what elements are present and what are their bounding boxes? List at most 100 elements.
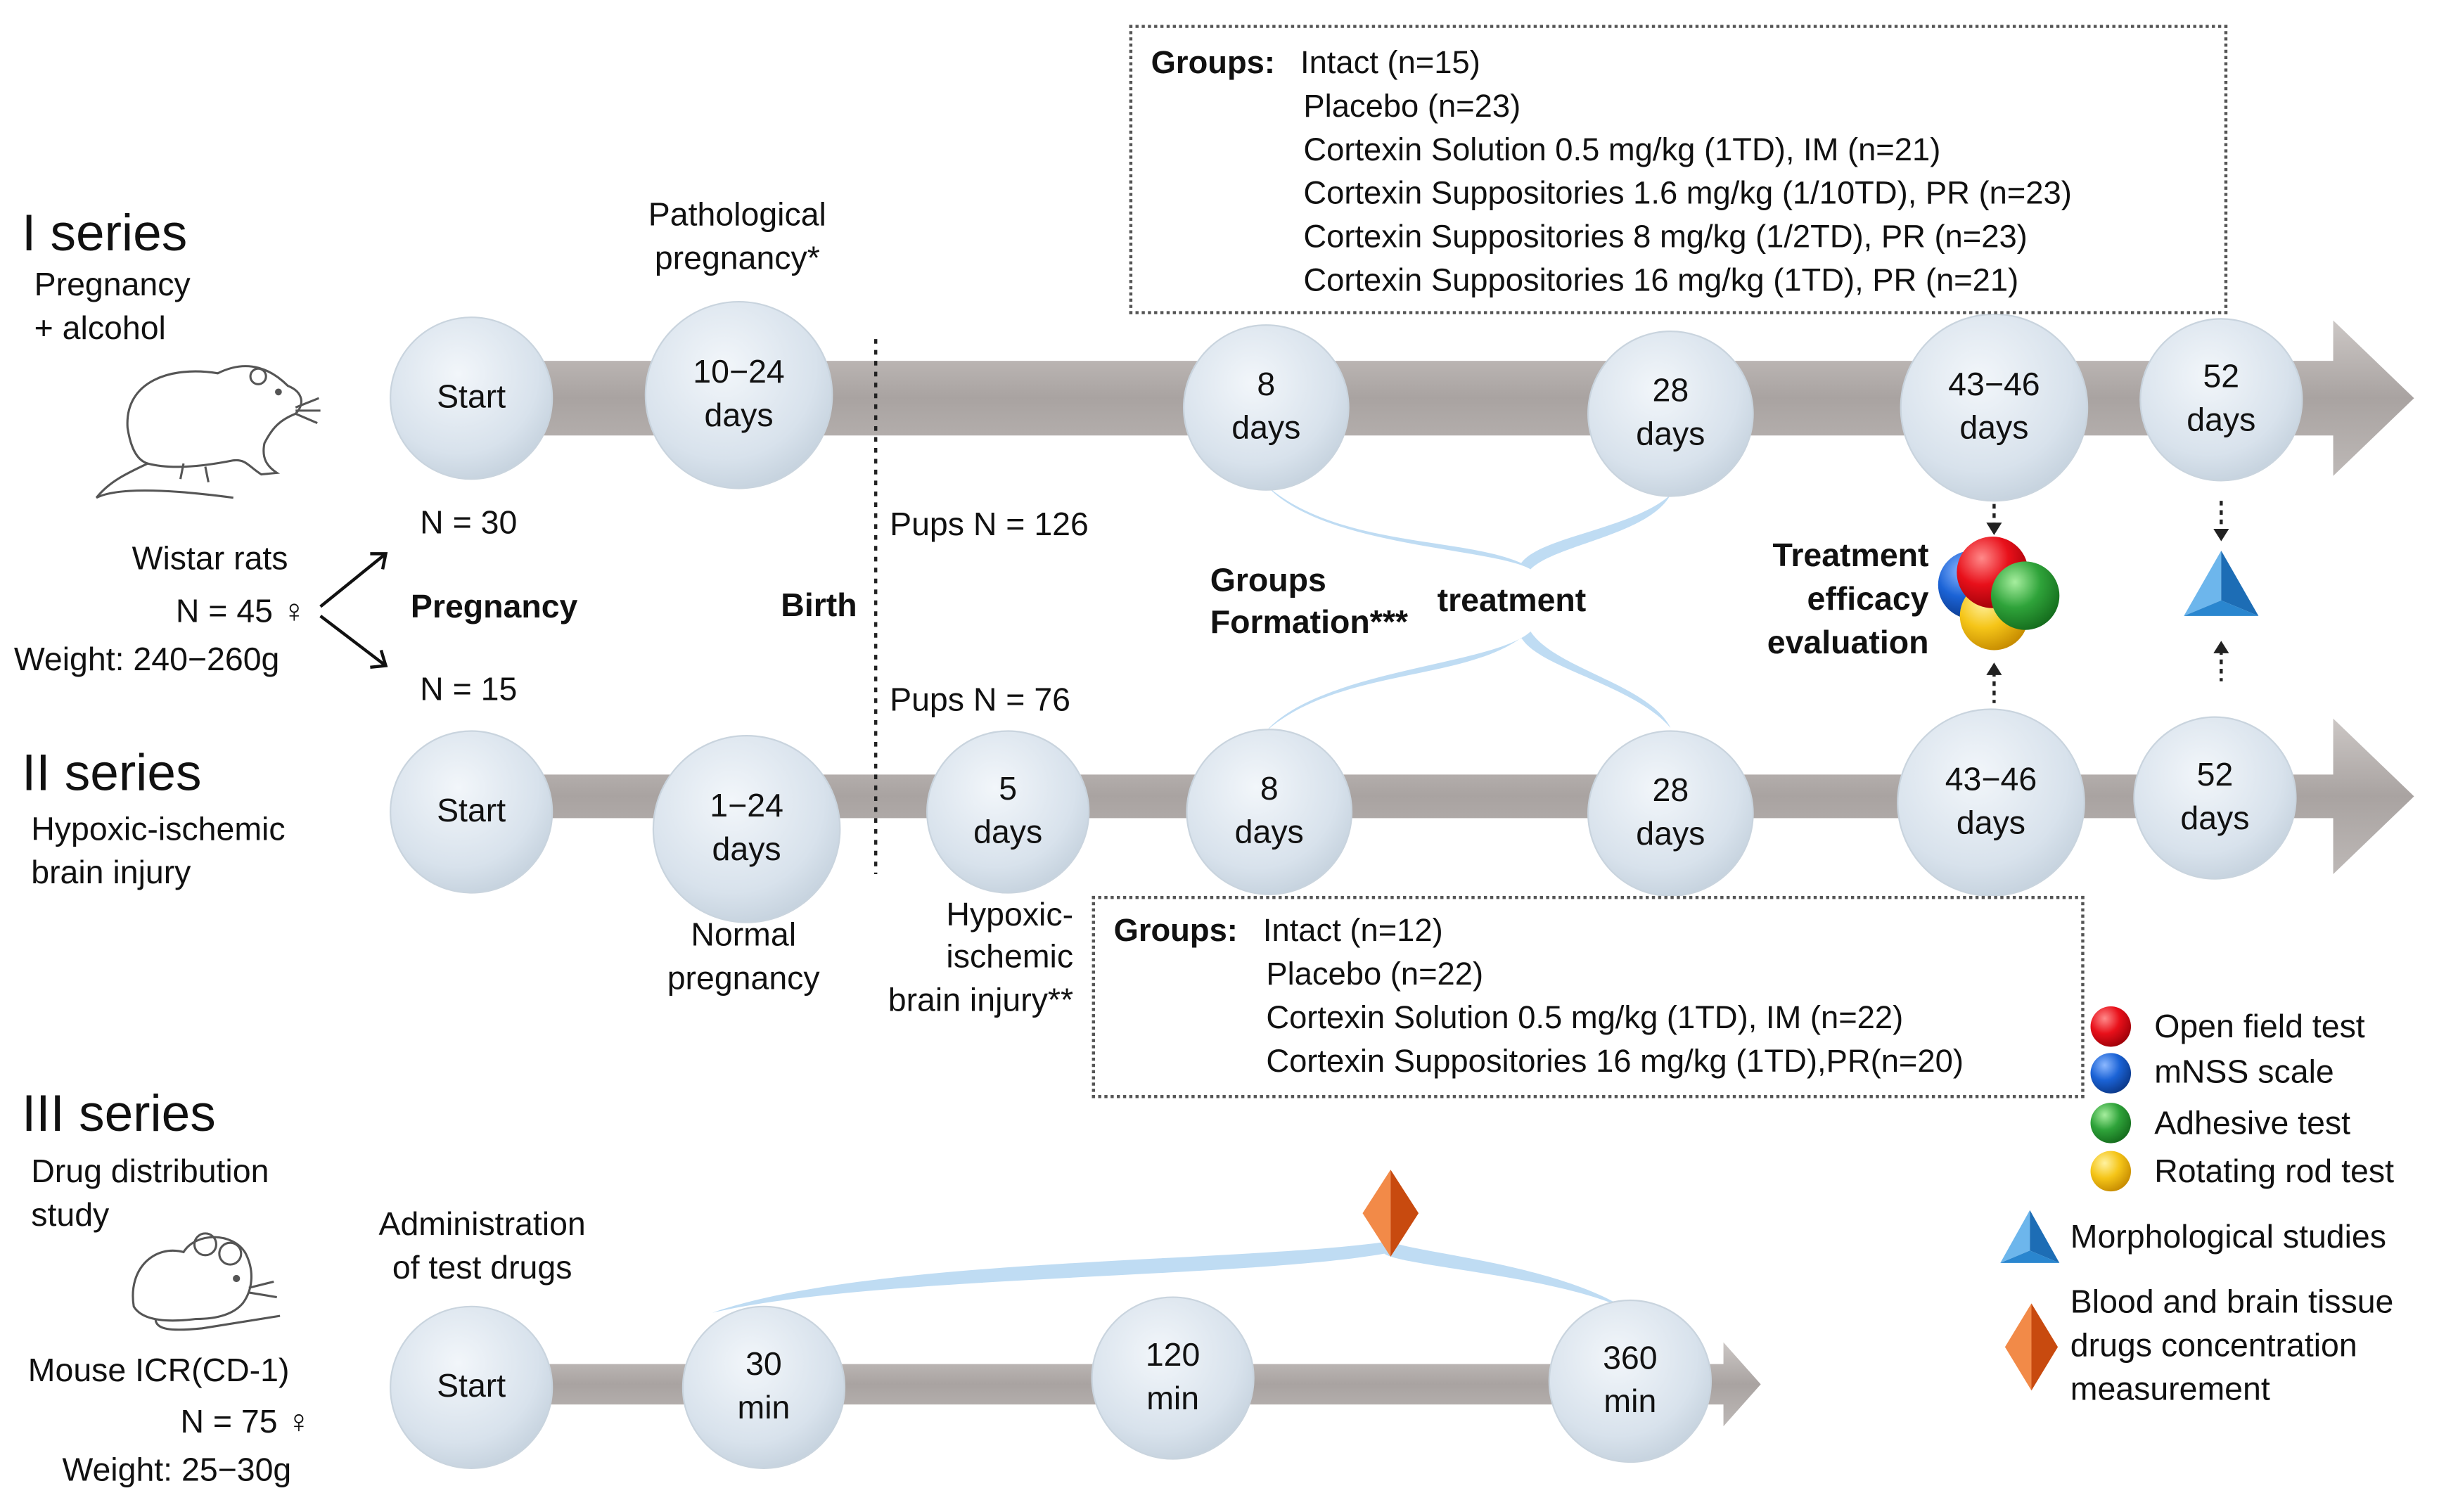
timeline-node-label: Start xyxy=(437,793,506,829)
timeline-node xyxy=(2139,318,2303,482)
mouse-strain: Mouse ICR(CD-1) xyxy=(27,1353,290,1390)
groups-heading: Groups: xyxy=(1113,913,1238,949)
rats-species: Wistar rats xyxy=(132,541,288,577)
series-3-subtitle-line-1: Drug distribution xyxy=(31,1154,269,1190)
morphology-pyramid-icon xyxy=(2184,550,2259,616)
pregnancy-label: Pregnancy xyxy=(410,589,578,626)
hypoxic-injury-line-3: brain injury** xyxy=(888,982,1074,1019)
mouse-count: N = 75 ♀ xyxy=(180,1404,312,1441)
pathological-pregnancy-line-2: pregnancy* xyxy=(654,241,820,277)
timeline-node xyxy=(390,1305,553,1469)
efficacy-line-2: efficacy xyxy=(1807,582,1929,618)
timeline-node xyxy=(390,730,553,894)
timeline-node-label: 43−46 xyxy=(1945,762,2037,798)
timeline-node-label: days xyxy=(2180,801,2250,837)
timeline-node-label: 52 xyxy=(2203,359,2240,395)
timeline-node-label: 8 xyxy=(1257,366,1276,403)
timeline-node xyxy=(1548,1299,1712,1463)
timeline-node-label: days xyxy=(1231,410,1301,447)
timeline-arrow-series-2 xyxy=(466,718,2414,874)
group-item: Placebo (n=22) xyxy=(1266,956,1484,993)
timeline-node-label: 28 xyxy=(1652,373,1689,409)
groups-box-series-2: Groups: Intact (n=12) Placebo (n=22) Cor… xyxy=(1092,895,2085,1098)
timeline-node xyxy=(652,735,841,923)
evaluation-balls-icon xyxy=(1938,537,2060,651)
treatment-label: treatment xyxy=(1437,583,1587,620)
pups-count-series-1: Pups N = 126 xyxy=(890,507,1089,543)
normal-pregnancy-line-2: pregnancy xyxy=(667,961,820,997)
series-3-subtitle-line-2: study xyxy=(31,1198,110,1234)
timeline-node-label: 28 xyxy=(1652,773,1689,809)
timeline-node-label: 43−46 xyxy=(1948,366,2040,403)
groups-heading: Groups: xyxy=(1151,45,1275,82)
hypoxic-injury-line-2: ischemic xyxy=(946,939,1074,975)
timeline-node-label: 52 xyxy=(2196,757,2234,793)
legend-concentration-line-2: drugs concentration xyxy=(2070,1328,2357,1364)
timeline-node xyxy=(1897,708,2085,897)
legend-rotating-rod: Rotating rod test xyxy=(2154,1154,2395,1190)
series-1-subtitle-line-2: + alcohol xyxy=(34,311,166,347)
timeline-node xyxy=(1587,330,1754,497)
timeline-node-label: days xyxy=(704,398,774,435)
timeline-node xyxy=(926,730,1090,894)
timeline-node-label: min xyxy=(1603,1384,1657,1421)
mouse-weight: Weight: 25−30g xyxy=(62,1452,292,1489)
efficacy-line-1: Treatment xyxy=(1772,538,1929,575)
group-item: Cortexin Solution 0.5 mg/kg (1TD), IM (n… xyxy=(1266,1000,1904,1036)
timeline-node-label: days xyxy=(1959,410,2029,447)
group-item: Placebo (n=23) xyxy=(1303,89,1521,124)
timeline-node-label: days xyxy=(1636,416,1705,453)
series-1-title: I series xyxy=(21,203,188,262)
timeline-node xyxy=(681,1305,846,1469)
timeline-node xyxy=(1900,313,2089,502)
mouse-icon xyxy=(132,1232,281,1331)
group-item: Cortexin Suppositories 16 mg/kg (1TD),PR… xyxy=(1266,1044,1964,1079)
split-arrows xyxy=(319,552,388,669)
timeline-node-label: days xyxy=(1956,805,2026,842)
normal-pregnancy-line-1: Normal xyxy=(691,917,797,954)
timeline-node-label: 1−24 xyxy=(710,788,783,825)
treatment-ribbons xyxy=(712,485,1671,1313)
timeline-node-label: days xyxy=(712,832,781,869)
timeline-node-label: days xyxy=(1636,816,1705,853)
pathological-pregnancy-line-1: Pathological xyxy=(648,197,826,233)
rats-n-lower: N = 15 xyxy=(420,672,518,708)
timeline-node-label: days xyxy=(2187,402,2256,439)
timeline-node-label: min xyxy=(1146,1380,1200,1417)
series-1-subtitle-line-1: Pregnancy xyxy=(34,267,191,304)
legend-adhesive: Adhesive test xyxy=(2154,1106,2351,1142)
series-2-title: II series xyxy=(21,743,202,802)
timeline-node xyxy=(2133,716,2297,880)
rat-icon xyxy=(95,365,321,499)
legend-concentration-line-3: measurement xyxy=(2070,1371,2270,1408)
timeline-nodes xyxy=(390,300,2303,1469)
timeline-node xyxy=(1587,730,1754,897)
groups-formation-line-1: Groups xyxy=(1210,563,1326,599)
timeline-node-label: min xyxy=(737,1390,790,1427)
group-item: Intact (n=15) xyxy=(1300,45,1480,82)
timeline-node-label: 30 xyxy=(745,1347,782,1383)
legend-morphology: Morphological studies xyxy=(2070,1219,2386,1255)
rats-count: N = 45 ♀ xyxy=(175,594,307,630)
legend-mnss: mNSS scale xyxy=(2154,1054,2334,1091)
timeline-node-label: days xyxy=(973,814,1043,851)
administration-line-1: Administration xyxy=(378,1207,586,1243)
rats-weight: Weight: 240−260g xyxy=(13,642,280,679)
timeline-node-label: 120 xyxy=(1145,1338,1201,1373)
timeline-node-label: 360 xyxy=(1603,1340,1658,1377)
group-item: Cortexin Solution 0.5 mg/kg (1TD), IM (n… xyxy=(1303,132,1941,168)
groups-box-series-1: Groups: Intact (n=15) Placebo (n=23) Cor… xyxy=(1129,25,2228,314)
timeline-node-label: 8 xyxy=(1260,771,1279,807)
evaluation-arrowheads xyxy=(1986,523,2229,675)
timeline-node-label: 5 xyxy=(999,771,1018,807)
group-item: Cortexin Suppositories 1.6 mg/kg (1/10TD… xyxy=(1303,175,2072,212)
timeline-node xyxy=(1182,324,1350,491)
series-2-subtitle-line-1: Hypoxic-ischemic xyxy=(31,812,286,848)
group-item: Intact (n=12) xyxy=(1262,913,1443,949)
timeline-arrow-series-1 xyxy=(466,320,2414,476)
timeline-node xyxy=(644,300,833,489)
pups-count-series-2: Pups N = 76 xyxy=(890,682,1070,719)
legend-concentration-line-1: Blood and brain tissue xyxy=(2070,1284,2394,1321)
